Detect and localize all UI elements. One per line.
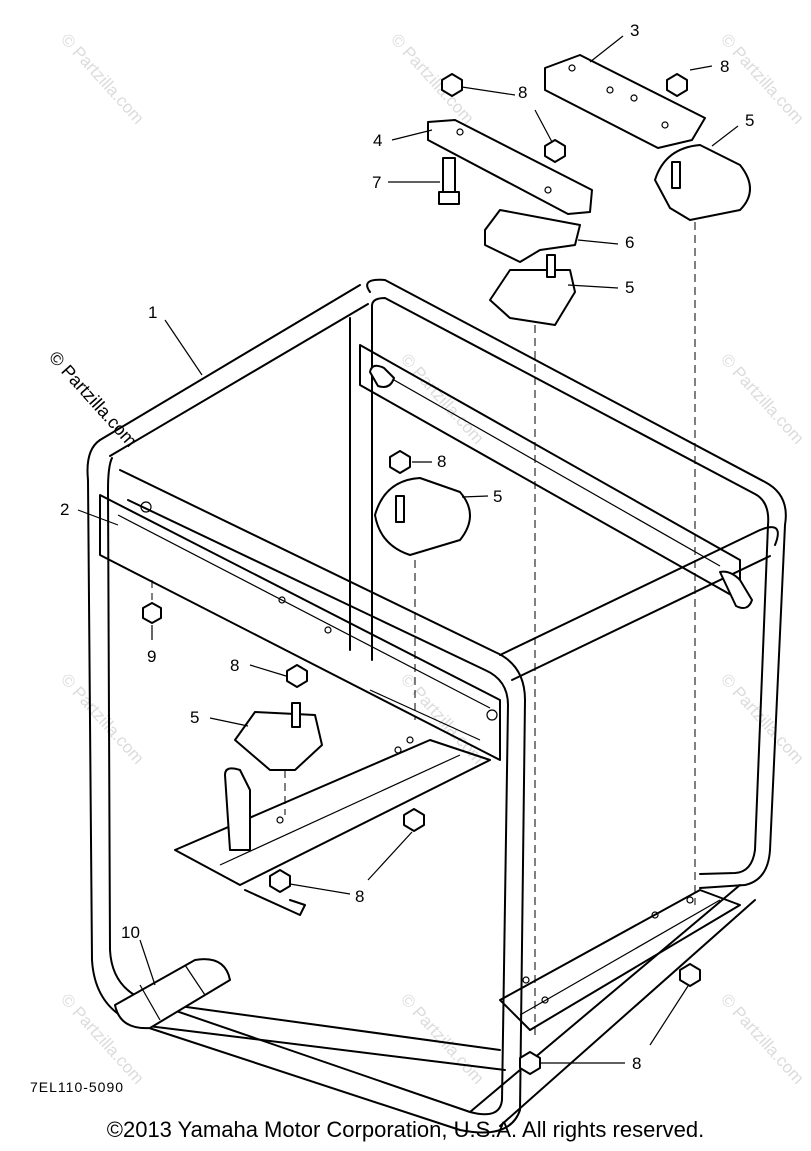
callout-8: 8	[632, 1054, 641, 1073]
watermark: © Partzilla.com	[717, 30, 808, 128]
callout-4: 4	[373, 131, 382, 150]
watermark-dark: © Partzilla.com	[45, 347, 141, 451]
part-4-bracket	[427, 119, 593, 215]
part-8-nuts	[269, 73, 701, 1075]
callout-8: 8	[355, 887, 364, 906]
callout-7: 7	[372, 173, 381, 192]
callout-8: 8	[720, 57, 729, 76]
part-7-bolt	[438, 157, 460, 205]
callout-5: 5	[190, 708, 199, 727]
callout-5: 5	[625, 278, 634, 297]
callout-9: 9	[147, 647, 156, 666]
watermark: © Partzilla.com	[397, 990, 488, 1088]
callout-8: 8	[518, 83, 527, 102]
callout-2: 2	[60, 500, 69, 519]
callout-6: 6	[625, 233, 634, 252]
callout-10: 10	[121, 923, 140, 942]
callout-1: 1	[148, 303, 157, 322]
callout-labels: 1 2 3 4 5 5 5 5 6 7 8 8 8 8 8 8 9 10 7EL…	[30, 21, 754, 1095]
part-5-mount-upper	[489, 254, 576, 326]
watermark: © Partzilla.com	[717, 350, 808, 448]
callout-3: 3	[630, 21, 639, 40]
watermark: © Partzilla.com	[717, 990, 808, 1088]
callout-5: 5	[493, 487, 502, 506]
assembly-lines	[151, 222, 696, 1040]
callout-8: 8	[230, 656, 239, 675]
watermark: © Partzilla.com	[57, 670, 148, 768]
part-6-bracket	[484, 209, 581, 263]
frame-drawing	[86, 278, 787, 1134]
part-5-mount-center	[374, 477, 471, 556]
callout-5: 5	[745, 111, 754, 130]
watermark: © Partzilla.com	[387, 30, 478, 128]
watermark: © Partzilla.com	[397, 350, 488, 448]
part-5-mount-lower	[234, 702, 323, 771]
diagram-code: 7EL110-5090	[30, 1079, 124, 1095]
watermark: © Partzilla.com	[57, 30, 148, 128]
leader-lines	[77, 35, 739, 1064]
part-9-nut	[142, 602, 162, 624]
callout-8: 8	[437, 452, 446, 471]
watermark: © Partzilla.com	[397, 670, 488, 768]
part-5-mount-right	[654, 144, 751, 221]
part-3-bracket	[544, 54, 706, 149]
copyright-notice: ©2013 Yamaha Motor Corporation, U.S.A. A…	[106, 1117, 705, 1142]
part-10-band	[114, 958, 231, 1030]
